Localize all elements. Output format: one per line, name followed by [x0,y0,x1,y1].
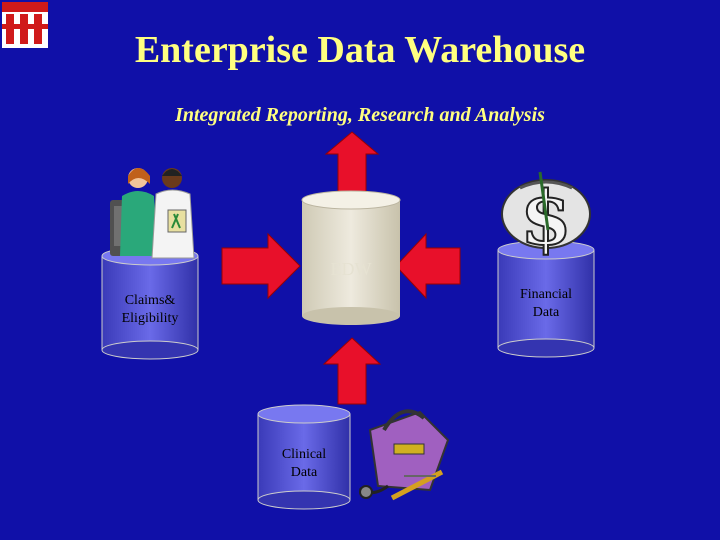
arrow-from-claims [221,232,301,300]
university-logo-icon [2,2,48,48]
medical-bag-icon [359,409,450,501]
claims-label-line2: Eligibility [121,311,179,326]
edw-label: EDW [302,260,400,278]
financial-cylinder [497,240,595,358]
clinical-label-line2: Data [290,465,318,480]
page-subtitle: Integrated Reporting, Research and Analy… [175,104,545,126]
page-title: Enterprise Data Warehouse [134,29,586,71]
arrow-up-to-reporting [324,131,380,197]
claims-label: Claims& Eligibility [102,292,198,328]
financial-label-line1: Financial [519,287,573,302]
claims-label-line1: Claims& [124,293,176,308]
financial-label-line2: Data [532,305,560,320]
dollar-sign-icon: $ [501,171,591,263]
arrow-from-clinical [322,337,382,405]
clinical-cylinder [257,404,351,510]
clinical-label-line1: Clinical [281,447,327,462]
edw-label-text: EDW [330,259,372,279]
clinical-label: Clinical Data [258,446,350,482]
financial-label: Financial Data [498,286,594,322]
staff-people-icon [110,168,195,259]
arrow-from-financial [395,232,461,300]
edw-cylinder [301,190,401,325]
